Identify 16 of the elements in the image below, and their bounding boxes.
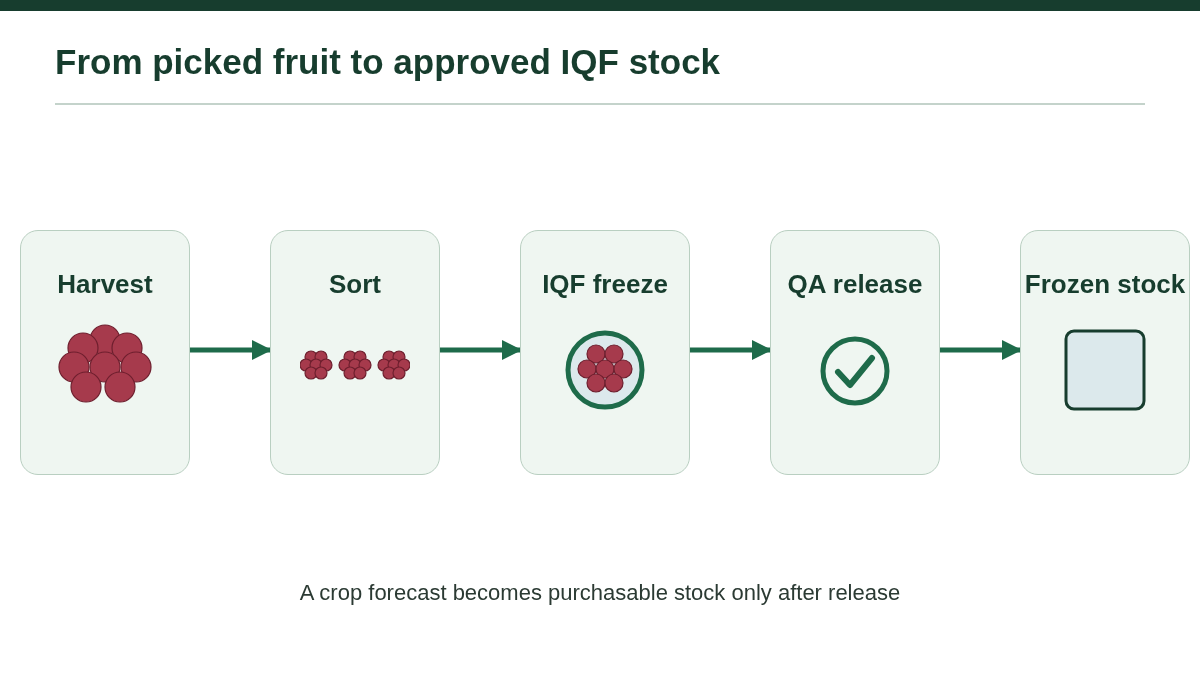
- arrow: [940, 340, 1022, 360]
- step-label: QA release: [787, 269, 923, 300]
- caption: A crop forecast becomes purchasable stock only after release: [299, 580, 901, 606]
- step-label: Harvest: [57, 269, 153, 300]
- process-card: [770, 230, 940, 475]
- process-card: [20, 230, 190, 475]
- process-card: [1020, 230, 1190, 475]
- arrow: [440, 340, 522, 360]
- title: From picked fruit to approved IQF stock: [55, 42, 721, 82]
- process-card: [270, 230, 440, 475]
- step-label: Sort: [329, 269, 381, 300]
- step-label: IQF freeze: [542, 269, 668, 300]
- arrow: [190, 340, 272, 360]
- arrow: [690, 340, 772, 360]
- step-label: Frozen stock: [1024, 269, 1186, 300]
- process-card: [520, 230, 690, 475]
